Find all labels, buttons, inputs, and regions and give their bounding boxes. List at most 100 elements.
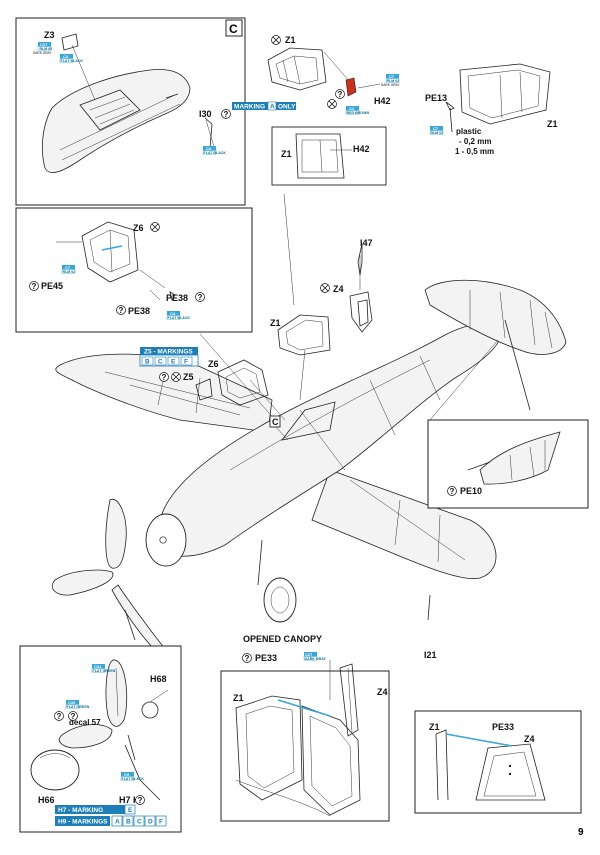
svg-text:?: ?: [338, 90, 343, 99]
paint-chip-c7-rear: C7 RLM 02: [429, 126, 444, 135]
label-i30: I30: [199, 109, 212, 119]
label-z1: Z1: [270, 318, 281, 328]
svg-text:C4: C4: [170, 311, 176, 316]
marking-a-only-badge: MARKING A ONLY: [232, 101, 296, 111]
rear-frame-drawing: [445, 63, 551, 133]
label-plastic: plastic: [456, 127, 482, 136]
svg-text:RLM 66: RLM 66: [40, 47, 53, 51]
svg-text:C: C: [137, 819, 142, 826]
paint-chip-c4-seat: C4 FLAT BLACK: [166, 311, 190, 320]
optional-icon-z5: ?: [159, 372, 169, 382]
label-top-z1: Z1: [547, 119, 558, 129]
svg-text:ONLY: ONLY: [278, 104, 296, 111]
label-opened-z4: Z4: [377, 687, 388, 697]
label-h66: H66: [38, 795, 55, 805]
label-dim2: 1 - 0,5 mm: [455, 147, 494, 156]
optional-icon-decal: ?: [54, 711, 64, 721]
svg-text:?: ?: [32, 282, 37, 291]
label-z3: Z3: [44, 30, 55, 40]
optional-icon-h7h9: ?: [135, 795, 145, 805]
svg-text:C27: C27: [305, 652, 313, 657]
svg-text:RLM 02: RLM 02: [431, 131, 444, 135]
label-pe10: PE10: [460, 486, 482, 496]
svg-text:RED BROWN: RED BROWN: [347, 111, 370, 115]
svg-text:?: ?: [224, 110, 229, 119]
paint-chip-c31-prop: C31 FLAT GREEN: [91, 664, 116, 673]
optional-icon-decal-b: ?: [68, 711, 78, 721]
svg-text:A: A: [115, 819, 120, 826]
canopy-detail-panel: [414, 710, 582, 814]
z5-letter-f: F: [184, 359, 188, 366]
optional-icon-pe45: ?: [29, 281, 39, 291]
svg-text:?: ?: [71, 712, 76, 721]
svg-text:C4: C4: [63, 54, 69, 59]
svg-text:?: ?: [198, 293, 203, 302]
label-i47: I47: [360, 238, 373, 248]
h9-marking-band: H9 - MARKINGS A B C D F: [55, 815, 167, 827]
svg-text:?: ?: [450, 487, 455, 496]
svg-text:DARK GRAY: DARK GRAY: [305, 657, 327, 661]
optional-icon-pe33: ?: [242, 653, 252, 663]
main-corner-letter: C: [272, 417, 279, 427]
label-decal: decal 57: [69, 718, 101, 727]
optional-icon-canopy: ?: [335, 89, 345, 99]
label-opened-pe33: PE33: [255, 653, 277, 663]
propeller-inset-panel: [19, 645, 182, 833]
z5-letter-c: C: [158, 359, 163, 366]
svg-text:FLAT BLACK: FLAT BLACK: [61, 59, 84, 63]
svg-text:C27: C27: [40, 42, 48, 47]
svg-text:RLM 02: RLM 02: [387, 79, 400, 83]
paint-chip-c7-seat: C7 RLM 02: [61, 265, 75, 274]
paint-chip-c34-prop: C34 FLAT GREEN: [65, 700, 90, 709]
label-pe13: PE13: [425, 93, 447, 103]
main-leader-lines: [199, 193, 499, 441]
label-z5: Z5: [183, 372, 194, 382]
svg-text:DARK GRAY: DARK GRAY: [381, 83, 400, 87]
label-z4: Z4: [333, 284, 344, 294]
label-detail-z1: Z1: [281, 149, 292, 159]
label-h68: H68: [150, 674, 167, 684]
no-glue-icon-z5: [171, 372, 181, 382]
svg-text:C31: C31: [94, 664, 102, 669]
canopy-detail-box: [271, 126, 387, 186]
svg-text:C7: C7: [389, 74, 395, 79]
label-i21: I21: [424, 650, 437, 660]
aircraft-fuselage-drawing: [51, 279, 567, 653]
svg-text:C4: C4: [206, 146, 212, 151]
svg-text:FLAT BLACK: FLAT BLACK: [204, 151, 227, 155]
svg-text:C9: C9: [124, 772, 130, 777]
paint-chip-c9-prop: C9 FLAT BLACK: [120, 772, 144, 781]
svg-text:D: D: [148, 819, 153, 826]
optional-icon-pe38a: ?: [195, 292, 205, 302]
svg-text:?: ?: [57, 712, 62, 721]
no-glue-icon-canopy-b: [327, 99, 337, 109]
label-detail2-pe33: PE33: [492, 722, 514, 732]
svg-text:DARK GRAY: DARK GRAY: [33, 51, 52, 55]
z5-letter-b: B: [145, 359, 150, 366]
svg-text:?: ?: [138, 796, 143, 805]
z5-markings-box: Z5 - MARKINGS B C E F: [139, 347, 199, 367]
page-number: 9: [578, 827, 584, 838]
label-detail2-z1: Z1: [429, 722, 440, 732]
canopy-top-drawing: [267, 47, 381, 97]
label-z6: Z6: [208, 359, 219, 369]
svg-text:H7 - MARKING: H7 - MARKING: [58, 807, 103, 814]
inset-c-letter: C: [229, 22, 238, 36]
z5-markings-text: Z5 - MARKINGS: [144, 349, 193, 356]
paint-chip-c27-inset: C27 RLM 66 DARK GRAY: [33, 42, 52, 55]
svg-text:?: ?: [245, 654, 250, 663]
label-pe38b: PE38: [128, 306, 150, 316]
no-glue-icon-canopy: [271, 35, 281, 45]
optional-icon-i30: ?: [221, 109, 231, 119]
svg-text:C1: C1: [349, 106, 355, 111]
opened-canopy-panel: [220, 660, 390, 822]
inset-c-panel: C: [15, 17, 246, 206]
label-detail2-z4: Z4: [524, 734, 535, 744]
svg-text:H9 - MARKINGS: H9 - MARKINGS: [58, 819, 108, 826]
label-canopy-h42: H42: [374, 96, 391, 106]
svg-text:FLAT GREEN: FLAT GREEN: [67, 705, 90, 709]
label-dim1: - 0,2 mm: [459, 137, 491, 146]
no-glue-icon: [320, 283, 330, 293]
svg-text:F: F: [159, 819, 163, 826]
